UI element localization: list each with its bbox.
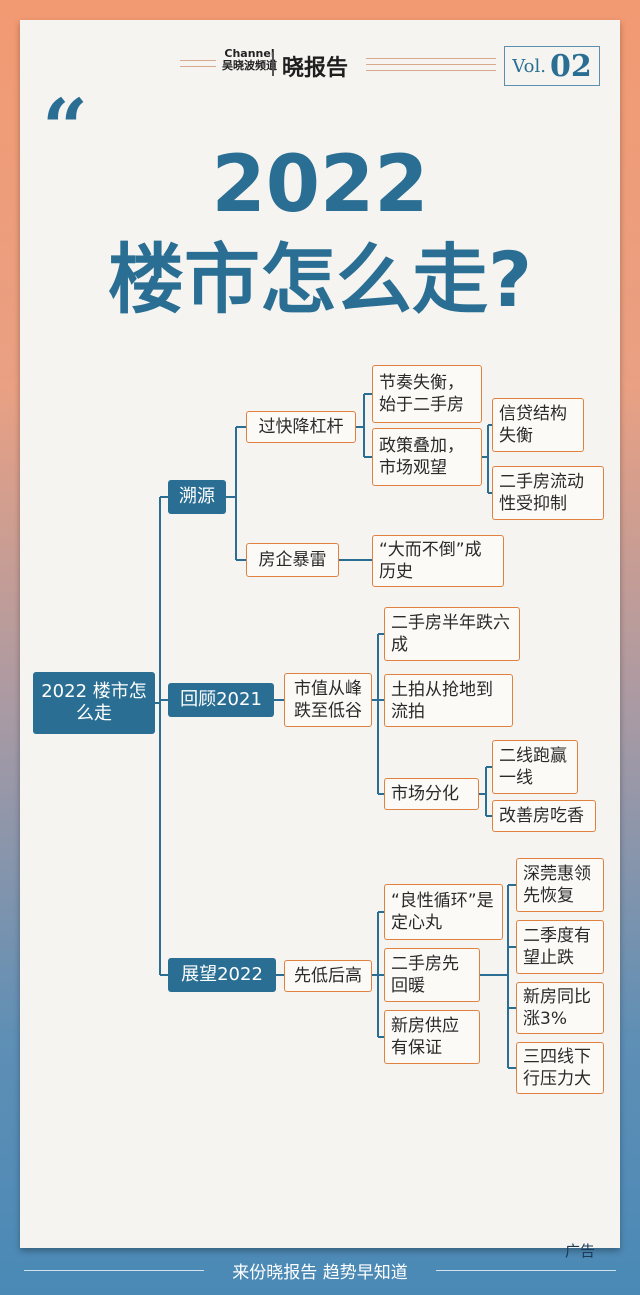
node: 新房同比涨3% [516,982,604,1034]
node: 二手房半年跌六成 [384,607,520,661]
node: 新房供应有保证 [384,1010,480,1064]
node: 二线跑赢一线 [492,740,578,794]
divider [24,1270,204,1271]
divider [366,58,496,59]
divider [366,70,496,71]
node: 信贷结构失衡 [492,398,584,452]
divider [180,60,216,61]
footer-slogan: 来份晓报告 趋势早知道 [232,1263,408,1283]
ad-label: 广告 [565,1242,596,1260]
node: “良性循环”是定心丸 [384,884,503,940]
node-low-then-high: 先低后高 [284,960,372,992]
quote-mark: “ [42,81,89,175]
node-market-value: 市值从峰跌至低谷 [284,673,372,727]
node-deleverage: 过快降杠杆 [246,411,356,443]
node: 节奏失衡，始于二手房 [372,365,482,423]
node: 二季度有望止跌 [516,920,604,974]
divider [366,64,496,65]
node: 土拍从抢地到流拍 [384,674,513,727]
node-origin: 溯源 [168,480,226,514]
report-label: 晓报告 [282,56,349,81]
node: 二手房先回暖 [384,948,480,1002]
node-developer-crisis: 房企暴雷 [246,543,339,577]
node: “大而不倒”成历史 [372,535,504,587]
divider [180,66,216,67]
node: 改善房吃香 [492,800,596,832]
node: 三四线下行压力大 [516,1042,604,1094]
node: 二手房流动性受抑制 [492,466,604,520]
node: 深莞惠领先恢复 [516,858,604,912]
divider [436,1270,616,1271]
node-review-2021: 回顾2021 [168,683,274,717]
node: 市场分化 [384,778,479,810]
mindmap-root: 2022 楼市怎么走 [33,672,155,734]
divider [272,52,274,76]
volume-badge: Vol.02 [504,46,600,86]
node-outlook-2022: 展望2022 [168,958,276,992]
title-year: 2022 [211,140,429,230]
node: 政策叠加，市场观望 [372,428,482,486]
page-title: 楼市怎么走? [107,235,533,324]
